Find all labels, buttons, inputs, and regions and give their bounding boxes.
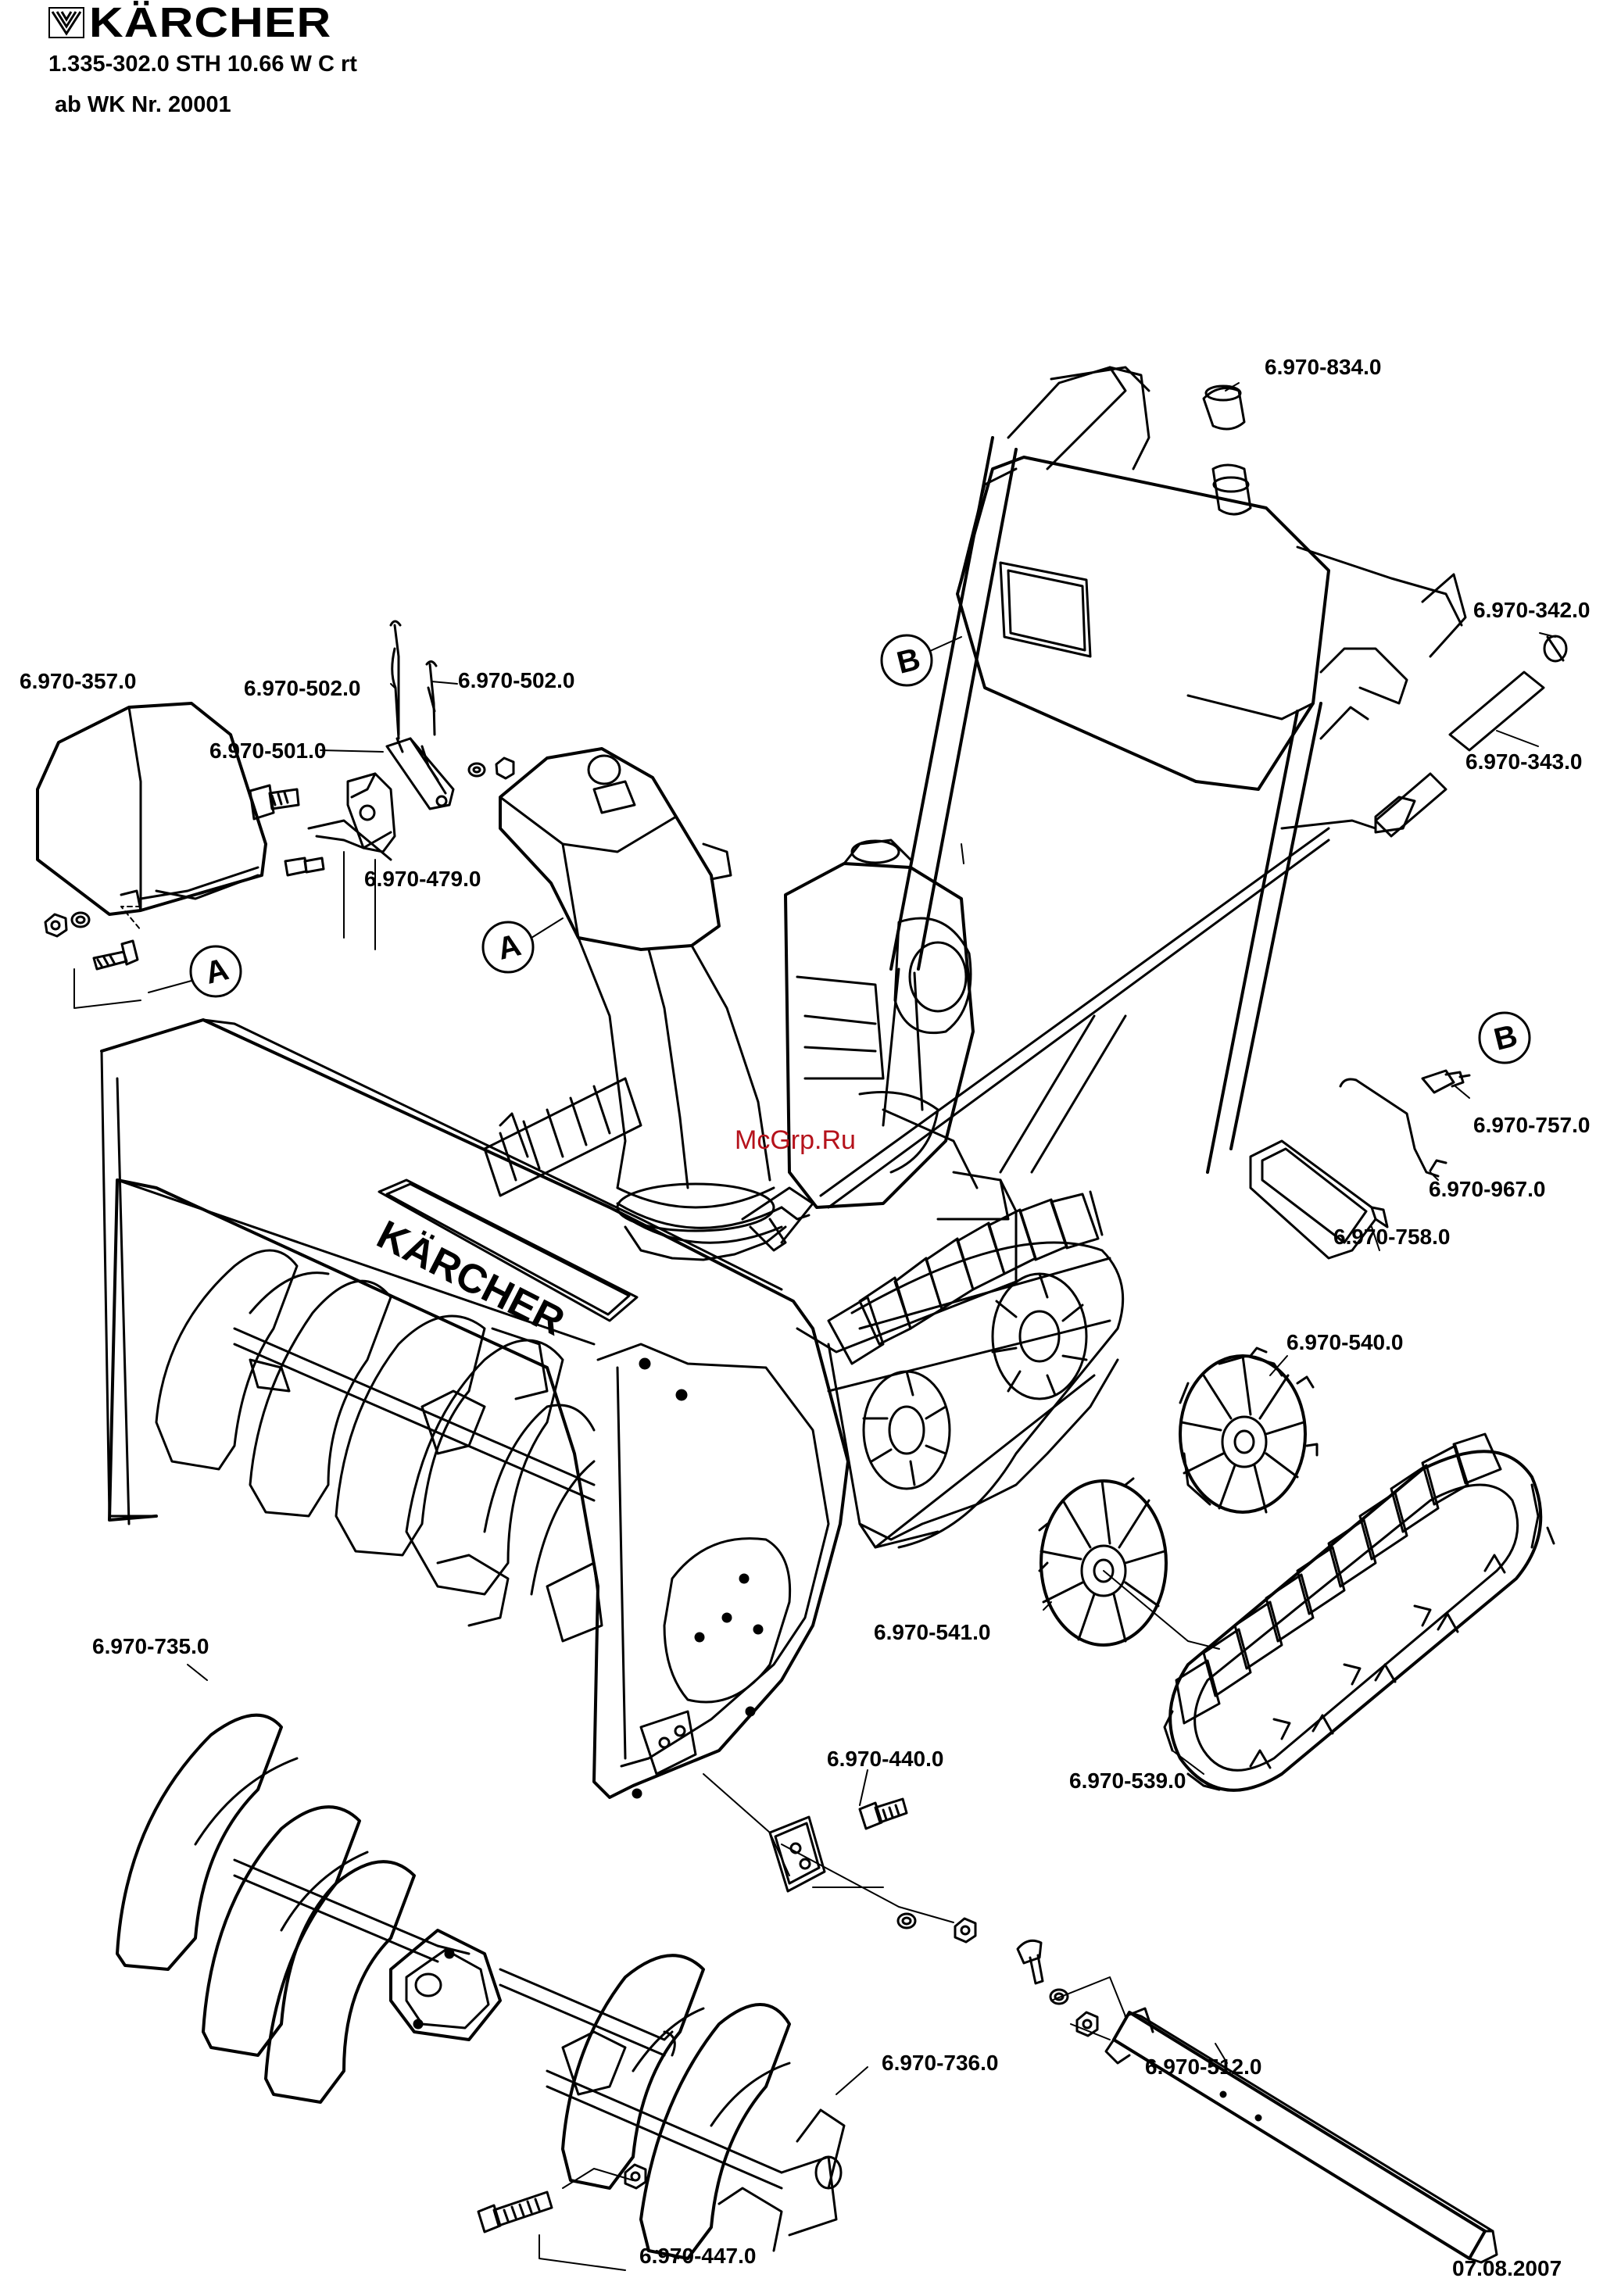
track-wheel-541 [1038,1477,1220,1650]
hardware-left [44,620,515,1009]
track-housing [796,1178,1125,1549]
deflector-part [36,702,267,916]
part-label-6970-512: 6.970-512.0 [1145,2055,1262,2079]
part-label-6970-502-a: 6.970-502.0 [244,676,361,700]
document-date: 07.08.2007 [1452,2256,1562,2280]
part-label-6970-539: 6.970-539.0 [1069,1768,1186,1793]
part-label-6970-967: 6.970-967.0 [1429,1177,1546,1201]
part-label-6970-735: 6.970-735.0 [92,1634,209,1658]
part-label-6970-502-b: 6.970-502.0 [458,668,575,692]
auger-housing [100,1018,850,1799]
watermark: McGrp.Ru [735,1125,856,1155]
grip-parts [1319,635,1568,838]
track-wheel-540 [1179,1346,1319,1514]
karcher-chevron-icon [48,7,84,38]
model-line: 1.335-302.0 STH 10.66 W C rt [48,52,357,77]
headlight-parts [1249,1069,1471,1260]
auger-in-housing [155,1249,603,1643]
engine [784,839,1010,1221]
part-label-6970-343: 6.970-343.0 [1465,749,1583,774]
callout-leaders [148,636,962,993]
part-label-6970-479: 6.970-479.0 [364,867,481,891]
rear-track-ribs [483,1077,642,1197]
part-label-6970-758: 6.970-758.0 [1333,1225,1451,1249]
part-label-6970-540: 6.970-540.0 [1286,1330,1404,1354]
part-label-6970-834: 6.970-834.0 [1265,355,1382,379]
part-label-6970-342: 6.970-342.0 [1473,598,1591,622]
handle-assembly [819,366,1467,1209]
part-label-6970-501: 6.970-501.0 [209,739,327,763]
part-label-6970-447: 6.970-447.0 [639,2244,757,2268]
knob-part [1202,384,1252,516]
part-label-6970-357: 6.970-357.0 [20,669,137,693]
brand-name: KÄRCHER [89,0,332,46]
callout-circles [189,634,1531,1064]
part-label-6970-736: 6.970-736.0 [882,2051,999,2075]
brand-logo: KÄRCHER [48,2,331,44]
part-label-6970-541: 6.970-541.0 [874,1620,991,1644]
chute [499,747,814,1261]
part-label-6970-757: 6.970-757.0 [1473,1113,1591,1137]
track-belt [1163,1432,1555,1792]
serial-line: ab WK Nr. 20001 [55,92,231,117]
skid-shoe-parts [703,1773,977,1944]
part-label-6970-440: 6.970-440.0 [827,1747,944,1771]
label-leaders [187,382,1556,2259]
scraper-bar [1016,1939,1498,2264]
exploded-auger [116,1713,846,2271]
